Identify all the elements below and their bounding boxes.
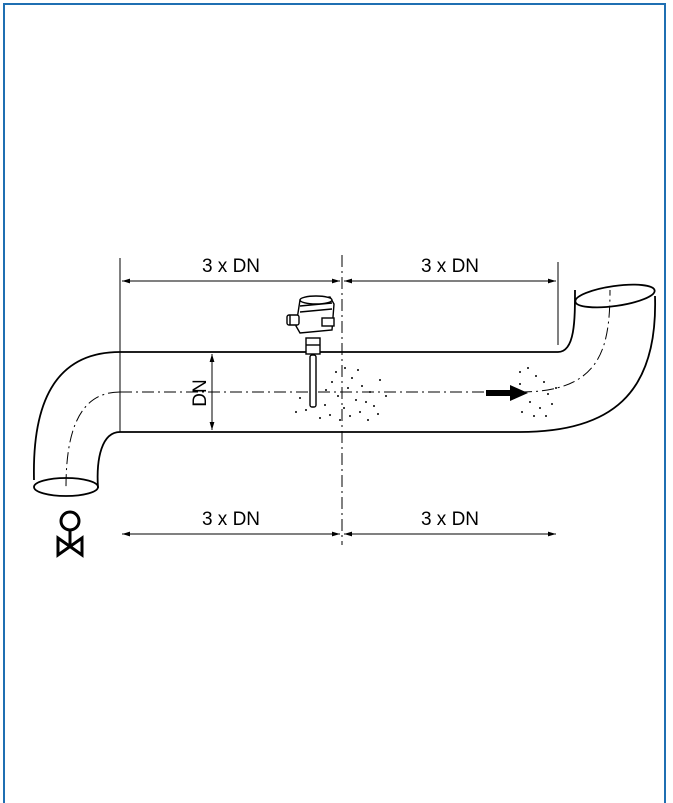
valve-icon: [56, 510, 84, 558]
label-top-left: 3 x DN: [202, 256, 260, 277]
label-top-right: 3 x DN: [421, 256, 479, 277]
level-sensor-icon: [286, 295, 335, 408]
pipe-centerline: [65, 289, 611, 488]
figure-frame: [3, 3, 666, 803]
label-bottom-left: 3 x DN: [202, 509, 260, 530]
reference-lines: [119, 255, 559, 545]
label-bottom-right: 3 x DN: [421, 509, 479, 530]
dimension-lines: [122, 278, 556, 537]
flow-arrow-icon: [486, 385, 528, 401]
label-diameter: DN: [190, 379, 211, 406]
turbulence-dots: [295, 367, 557, 421]
pipe: [33, 283, 656, 497]
